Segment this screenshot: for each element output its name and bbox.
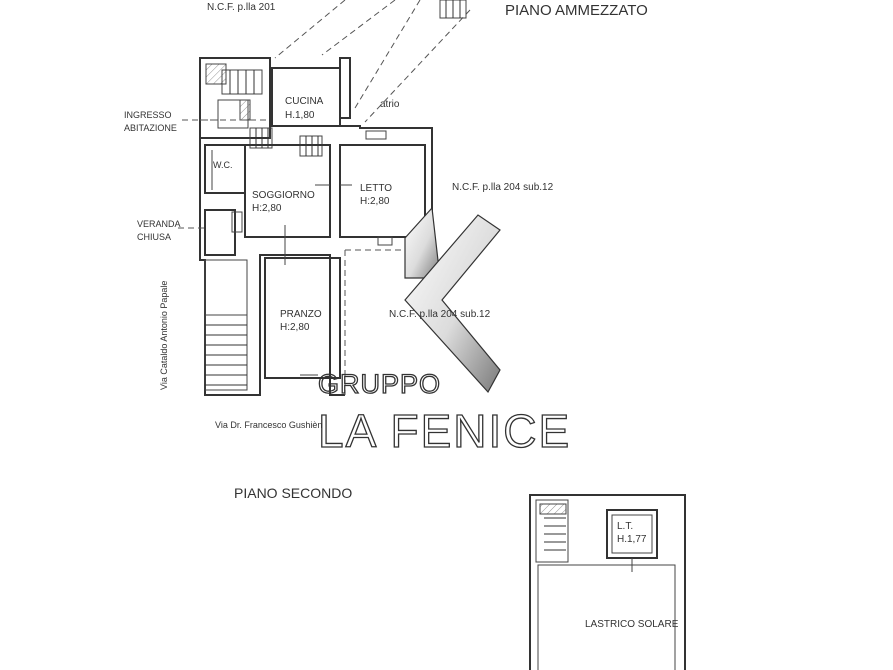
lastrico-solare-label: LASTRICO SOLARE	[585, 619, 679, 630]
pranzo-label: PRANZO	[280, 309, 322, 320]
letto-label: LETTO	[360, 183, 392, 194]
soggiorno-label: SOGGIORNO	[252, 190, 315, 201]
cucina-label: CUCINA	[285, 96, 324, 107]
ncf-center-label: N.C.F. p.lla 204 sub.12	[389, 309, 491, 320]
ingresso-label-1: INGRESSO	[124, 110, 172, 120]
soggiorno-height: H:2,80	[252, 203, 282, 214]
ground-plan-walls	[178, 57, 433, 396]
lt-label: L.T.	[617, 521, 633, 532]
letto-height: H:2,80	[360, 196, 390, 207]
la-fenice-logo-mark	[404, 206, 501, 394]
veranda-label-1: VERANDA	[137, 219, 181, 229]
veranda-label-2: CHIUSA	[137, 232, 171, 242]
piano-secondo-title: PIANO SECONDO	[234, 485, 352, 501]
top-projection-lines	[274, 0, 471, 123]
ncf-right-label: N.C.F. p.lla 204 sub.12	[452, 182, 554, 193]
piano-ammezzato-title: PIANO AMMEZZATO	[505, 2, 648, 19]
second-floor-plan	[529, 494, 686, 670]
pranzo-height: H:2,80	[280, 322, 310, 333]
atrio-label: atrio	[380, 99, 400, 110]
via-vertical-label: Via Cataldo Antonio Papale	[159, 281, 169, 390]
logo-gruppo-text: GRUPPO	[318, 369, 441, 399]
ncf-top-label: N.C.F. p.lla 201	[207, 2, 276, 13]
lt-height: H.1,77	[617, 534, 647, 545]
via-bottom-label: Via Dr. Francesco Gushièn	[215, 420, 322, 430]
logo-la-fenice-text: LA FENICE	[318, 405, 571, 457]
wc-label: W.C.	[213, 160, 233, 170]
ingresso-label-2: ABITAZIONE	[124, 123, 177, 133]
cucina-height: H.1,80	[285, 110, 315, 121]
